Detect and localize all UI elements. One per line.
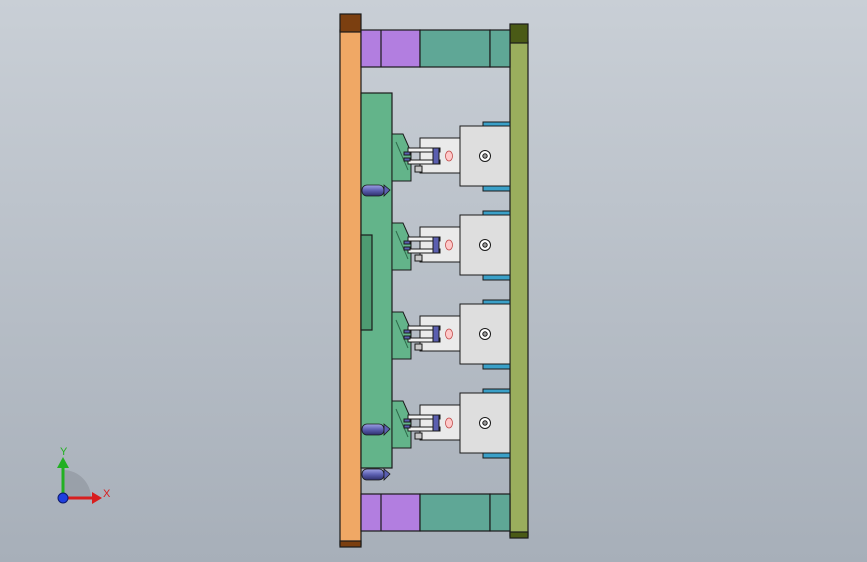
cooling-hole-icon (445, 150, 453, 162)
slide-pin-stub (414, 254, 423, 262)
y-arrowhead-icon (57, 457, 69, 468)
bottom-spacer-block[interactable] (360, 493, 511, 532)
slide-rail-upper (407, 147, 441, 153)
cooling-hole-icon (445, 239, 453, 251)
slide-body[interactable] (419, 315, 461, 352)
slide-rail-upper (407, 236, 441, 242)
top-spacer-block[interactable] (360, 29, 511, 68)
slide-rail-lower (407, 426, 441, 432)
slide-pin-stub (414, 432, 423, 440)
guide-pin-bottom[interactable] (361, 468, 391, 481)
guide-pins[interactable] (361, 184, 391, 481)
heel-block-bottom (482, 452, 511, 459)
core-pocket (360, 234, 373, 331)
slide-pin-stub (414, 165, 423, 173)
mold-assembly[interactable] (339, 13, 529, 548)
slide-units[interactable] (391, 121, 511, 459)
x-arrowhead-icon (92, 492, 102, 504)
slide-block[interactable] (459, 125, 511, 187)
guide-pin-lower[interactable] (361, 423, 391, 436)
slide-unit-3[interactable] (391, 299, 511, 370)
slide-unit-4[interactable] (391, 388, 511, 459)
z-axis-dot (57, 492, 69, 504)
right-clamp-plate[interactable] (509, 41, 529, 537)
heel-block-bottom (482, 185, 511, 192)
ejector-pin-tip (432, 147, 440, 165)
slide-wedge[interactable] (391, 311, 412, 360)
slide-unit-2[interactable] (391, 210, 511, 281)
ejector-pin-tip (432, 236, 440, 254)
heel-block-bottom (482, 363, 511, 370)
ejector-pin-tip (432, 325, 440, 343)
left-plate-top-cap (339, 13, 362, 33)
slide-wedge[interactable] (391, 222, 412, 271)
slide-rail-lower (407, 337, 441, 343)
right-plate-top-cap (509, 23, 529, 44)
triad-y-label: Y (60, 446, 68, 458)
slide-pin-stub (414, 343, 423, 351)
right-plate-bottom-cap (509, 531, 529, 539)
slide-wedge[interactable] (391, 400, 412, 449)
slide-rail-lower (407, 248, 441, 254)
triad-arc (63, 470, 91, 498)
ejector-pin-tip (432, 414, 440, 432)
slide-rail-lower (407, 159, 441, 165)
slide-rail-upper (407, 325, 441, 331)
triad-x-label: X (103, 488, 111, 500)
slide-body[interactable] (419, 404, 461, 441)
cooling-hole-icon (445, 417, 453, 429)
left-plate-bottom-cap (339, 540, 362, 548)
guide-pin-upper[interactable] (361, 184, 391, 197)
slide-body[interactable] (419, 137, 461, 174)
coordinate-triad: Y X (57, 446, 111, 504)
cooling-hole-icon (445, 328, 453, 340)
slide-unit-1[interactable] (391, 121, 511, 192)
heel-block-bottom (482, 274, 511, 281)
slide-body[interactable] (419, 226, 461, 263)
slide-wedge[interactable] (391, 133, 412, 182)
slide-rail-upper (407, 414, 441, 420)
left-clamp-plate[interactable] (339, 29, 362, 546)
